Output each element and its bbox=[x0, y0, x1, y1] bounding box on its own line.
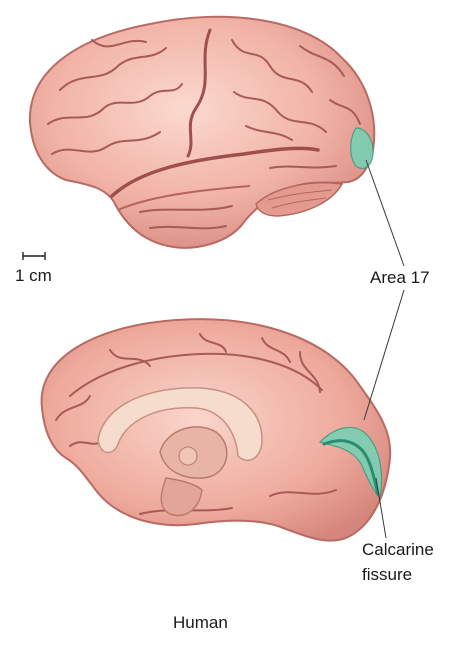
calcarine-label-line2: fissure bbox=[362, 565, 413, 584]
lateral-gyri bbox=[47, 39, 361, 230]
calcarine-fissure-line bbox=[322, 439, 380, 496]
area-17-medial-band bbox=[318, 426, 383, 500]
medial-gyri bbox=[55, 333, 337, 515]
area-17-leader-top bbox=[365, 159, 405, 267]
scale-bar-label: 1 cm bbox=[15, 266, 52, 285]
area-17-label: Area 17 bbox=[370, 268, 430, 287]
leader-lines bbox=[363, 159, 405, 539]
brainstem bbox=[160, 477, 203, 517]
calcarine-leader bbox=[375, 477, 387, 539]
lateral-brain-view bbox=[28, 15, 376, 249]
area-17-leader-bottom bbox=[363, 289, 405, 421]
central-sulcus bbox=[186, 28, 212, 158]
scale-bar bbox=[22, 252, 46, 260]
calcarine-label-line1: Calcarine bbox=[362, 540, 434, 559]
species-caption: Human bbox=[173, 613, 228, 632]
lateral-hemisphere bbox=[28, 15, 376, 249]
cerebellum-folia bbox=[267, 189, 333, 209]
temporal-lobe-contour bbox=[117, 185, 251, 211]
lateral-sulcus bbox=[110, 146, 320, 198]
pineal-region bbox=[178, 446, 198, 466]
medial-brain-view bbox=[40, 318, 392, 542]
area-17-lateral-patch bbox=[350, 127, 374, 169]
corpus-callosum bbox=[97, 387, 263, 461]
